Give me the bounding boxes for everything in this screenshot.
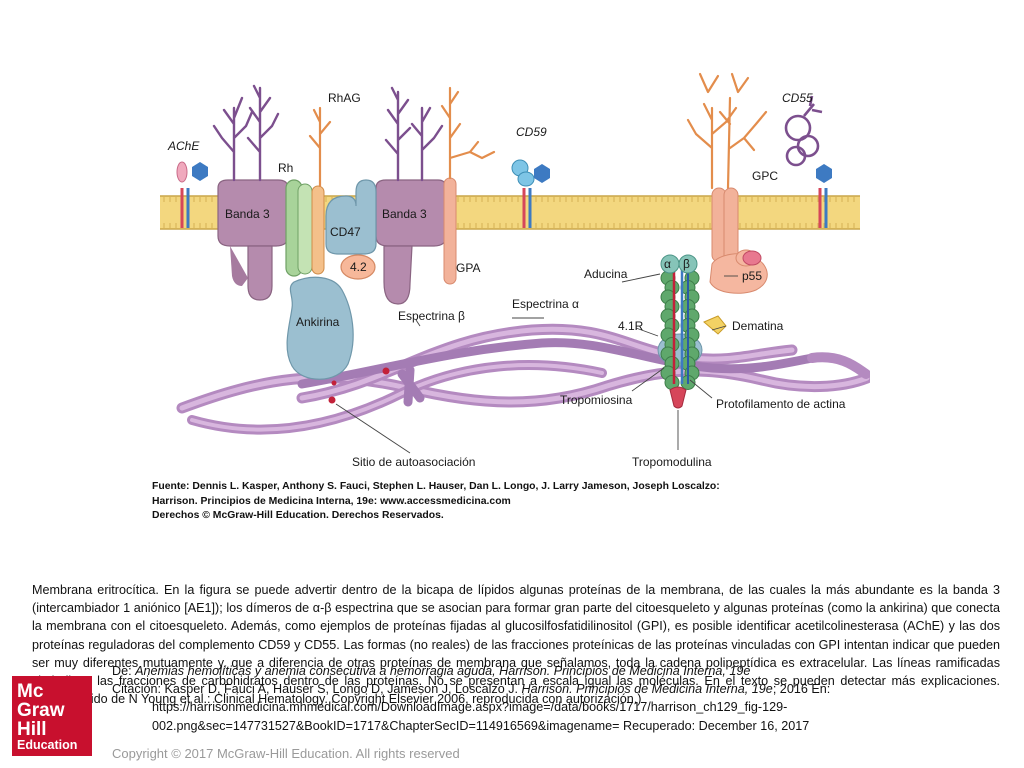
citation-chapter-title: Anemias hemolíticas y anemia consecutiva… [135,664,493,678]
citation-line-2: Citación: Kasper D, Fauci A, Hauser S, L… [112,680,902,698]
banda3-left-label: Banda 3 [225,207,270,221]
banda3-right-label: Banda 3 [382,207,427,221]
logo-line-2: Graw [17,700,65,721]
logo-line-3: Hill [17,719,47,740]
ankirina-label: Ankirina [296,315,340,329]
logo-line-4: Education [17,738,78,752]
tropomodulina-label: Tropomodulina [632,455,712,469]
source-line-3: Derechos © McGraw-Hill Education. Derech… [152,510,444,521]
rhag-label: RhAG [328,91,361,105]
ache-label: AChE [167,139,200,153]
banda3-right [375,179,447,305]
gpa [443,177,457,285]
self-association-sites [328,367,390,404]
gpa-label: GPA [456,261,480,275]
junctional-complex [657,249,768,409]
dematina-label: Dematina [732,319,784,333]
cd59-label: CD59 [516,125,547,139]
sitio-label: Sitio de autoasociación [352,455,475,469]
citation-block: De: Anemias hemolíticas y anemia consecu… [112,662,902,735]
source-line-1: Fuente: Dennis L. Kasper, Anthony S. Fau… [152,481,720,492]
mcgraw-hill-logo: Mc Graw Hill Education [12,676,92,756]
protein-4-2 [340,254,376,280]
p55-label: p55 [742,269,762,283]
citation-from-prefix: De: [112,664,136,678]
membrane-diagram: AChE Rh RhAG CD59 CD55 GPC Banda 3 Banda… [152,68,870,530]
citation-url-line-2[interactable]: 002.png&sec=147731527&BookID=1717&Chapte… [152,718,810,733]
copyright-notice: Copyright © 2017 McGraw-Hill Education. … [112,746,460,761]
r41-label: 4.1R [618,319,644,333]
carbohydrate-trees [212,72,768,190]
figure-source-credit: Fuente: Dennis L. Kasper, Anthony S. Fau… [152,480,868,524]
cd55-label: CD55 [782,91,813,105]
rh-rhag [285,179,325,277]
aducina-label: Aducina [584,267,628,281]
rh-label: Rh [278,161,293,175]
logo-line-1: Mc [17,681,44,702]
espectrina-beta-label: Espectrina β [398,309,465,323]
cd47 [325,179,377,255]
cd47-label: CD47 [330,225,361,239]
gpi-anchors [180,188,828,228]
protofilamento-label: Protofilamento de actina [716,397,846,411]
citation-authors: Citación: Kasper D, Fauci A, Hauser S, L… [112,682,522,697]
protein-4-2-label: 4.2 [350,260,367,274]
gpi-heads [176,95,832,187]
citation-url-line-1[interactable]: https://harrisonmedicina.mhmedical.com/D… [152,700,788,715]
alpha-label: α [664,257,671,271]
beta-label: β [683,257,690,271]
spectrin-network [176,323,870,435]
gpc [711,187,739,263]
tropomiosina-label: Tropomiosina [560,393,633,407]
citation-line-1: De: Anemias hemolíticas y anemia consecu… [112,662,902,680]
ankirina [286,276,354,380]
figure-caption: Membrana eritrocítica. En la figura se p… [32,583,1000,707]
espectrina-alpha-label: Espectrina α [512,297,579,311]
leader-lines [335,273,738,454]
citation-book-title: , Harrison. Principios de Medicina Inter… [492,664,751,678]
citation-year: ; 2016 En: [772,682,831,697]
gpc-label: GPC [752,169,778,183]
source-line-2: Harrison. Principios de Medicina Interna… [152,495,511,507]
citation-book-title-2: Harrison. Principios de Medicina Interna… [521,682,773,697]
banda3-left [217,179,289,301]
